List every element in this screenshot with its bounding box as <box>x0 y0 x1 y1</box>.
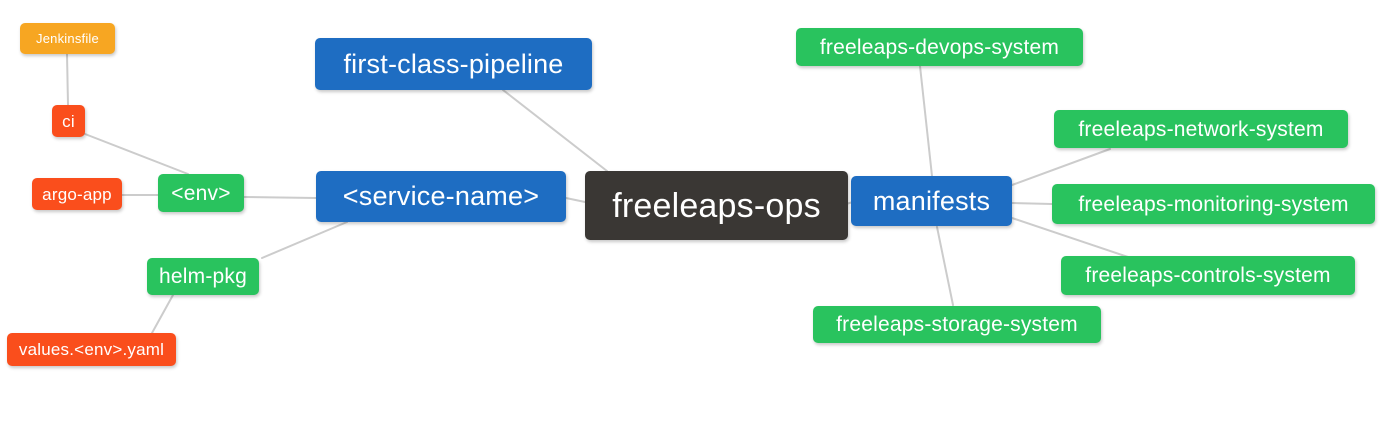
edge-manifests-to-freeleaps-monitoring-system <box>1011 202 1053 205</box>
node-freeleaps-ops[interactable]: freeleaps-ops <box>585 171 848 240</box>
node-freeleaps-devops-system[interactable]: freeleaps-devops-system <box>796 28 1083 66</box>
edge-freeleaps-devops-system-to-manifests <box>919 65 933 177</box>
node-service-name[interactable]: <service-name> <box>316 171 566 222</box>
edge-service-name-to-freeleaps-ops <box>565 197 586 203</box>
node-env[interactable]: <env> <box>158 174 244 212</box>
node-values-env-yaml[interactable]: values.<env>.yaml <box>7 333 176 366</box>
edge-first-class-pipeline-to-freeleaps-ops <box>502 89 608 172</box>
node-manifests[interactable]: manifests <box>851 176 1012 226</box>
node-first-class-pipeline[interactable]: first-class-pipeline <box>315 38 592 90</box>
node-freeleaps-storage-system[interactable]: freeleaps-storage-system <box>813 306 1101 343</box>
edge-jenkinsfile-to-ci <box>66 53 69 106</box>
node-freeleaps-monitoring-system[interactable]: freeleaps-monitoring-system <box>1052 184 1375 224</box>
edge-manifests-to-freeleaps-network-system <box>1011 148 1111 186</box>
edge-manifests-to-freeleaps-storage-system <box>936 226 954 306</box>
node-argo-app[interactable]: argo-app <box>32 178 122 210</box>
node-ci[interactable]: ci <box>52 105 85 137</box>
node-freeleaps-network-system[interactable]: freeleaps-network-system <box>1054 110 1348 148</box>
node-jenkinsfile[interactable]: Jenkinsfile <box>20 23 115 54</box>
node-helm-pkg[interactable]: helm-pkg <box>147 258 259 295</box>
edge-helm-pkg-to-values-env-yaml <box>151 294 174 334</box>
edge-service-name-to-helm-pkg <box>261 221 348 259</box>
edge-env-to-service-name <box>243 196 317 199</box>
edge-ci-to-env <box>84 133 189 175</box>
node-freeleaps-controls-system[interactable]: freeleaps-controls-system <box>1061 256 1355 295</box>
